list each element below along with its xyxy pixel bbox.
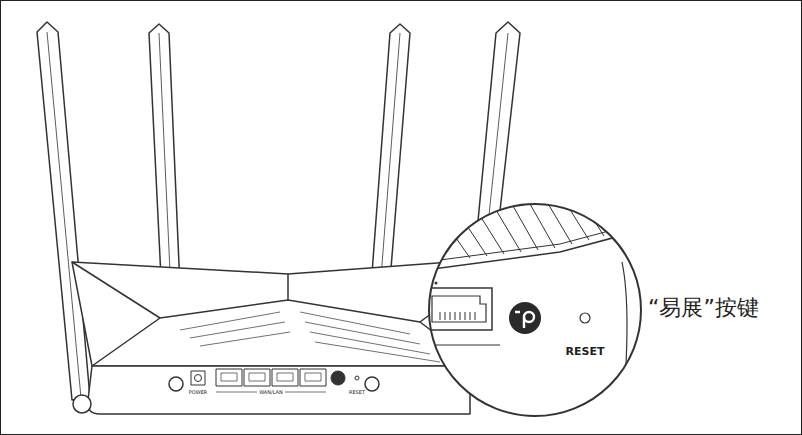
button-label: RESET: [566, 346, 605, 357]
logo-bowl: [524, 312, 534, 322]
housing-side: [622, 262, 627, 420]
easy-extend-button: [509, 302, 541, 334]
led-dot: [435, 282, 438, 285]
rear-panel: [88, 366, 470, 414]
port-label: RESET: [349, 390, 365, 395]
hatch-lines: [180, 312, 440, 362]
lan-port: [244, 369, 270, 386]
magnifier-ring: [429, 204, 641, 416]
power-jack: [191, 371, 205, 385]
antenna-base: [169, 377, 183, 391]
magnified-view: [424, 200, 650, 420]
magnifier-ground: [429, 204, 641, 416]
reset-hole: [355, 376, 359, 380]
port-label: WAN/LAN: [257, 390, 285, 395]
antenna-base: [365, 377, 379, 391]
power-jack-hole: [195, 375, 202, 382]
logo-stem: [523, 317, 525, 328]
easy-extend-button: [331, 371, 345, 385]
lan-port: [300, 369, 326, 386]
port-label: POWER: [189, 390, 208, 395]
callout-label: “易展”按键: [648, 297, 759, 319]
antenna: [37, 22, 90, 400]
port-socket: [432, 296, 486, 322]
reset-hole: [580, 313, 590, 323]
port-pins: [221, 373, 321, 381]
antenna-base: [73, 395, 91, 413]
logo-dash: [515, 311, 520, 313]
ethernet-port: [426, 288, 492, 330]
port-pins: [440, 312, 475, 320]
lan-port: [272, 369, 298, 386]
vent-stripes: [445, 200, 636, 258]
lan-port: [216, 369, 242, 386]
antenna-ridge: [47, 32, 81, 398]
